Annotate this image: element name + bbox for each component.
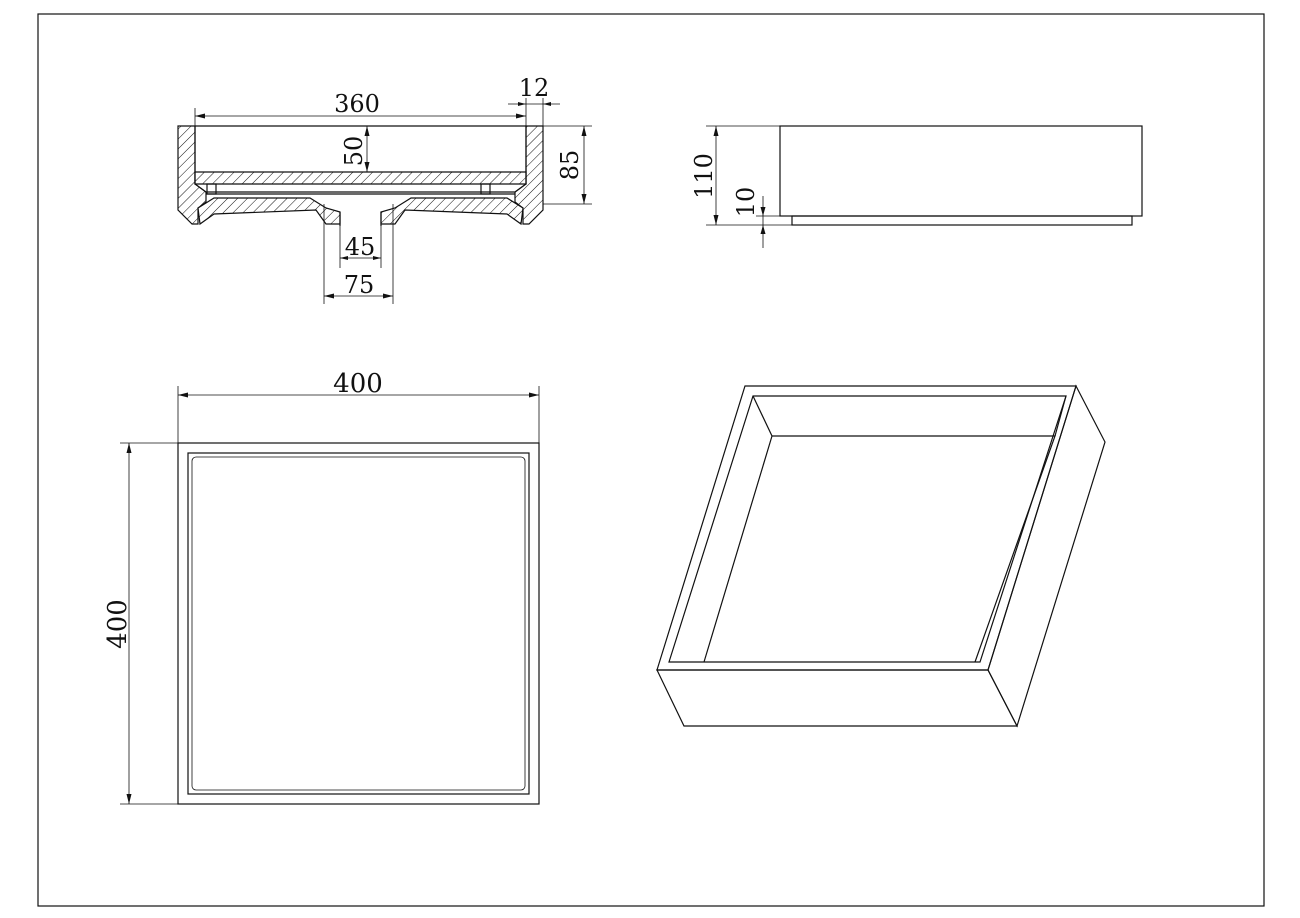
top-rim-outer: [187, 452, 530, 795]
dim-10-arrow-top: [760, 207, 766, 216]
dim-400w-arrow-right: [529, 392, 539, 398]
dim-50-label: 50: [340, 136, 368, 167]
dim-75-label: 75: [344, 271, 375, 299]
section-drain-left: [197, 197, 341, 226]
dim-110-arrow-bottom: [713, 215, 719, 225]
side-base: [791, 215, 1133, 226]
section-inner-line: [194, 126, 527, 193]
dim-110-arrow-top: [713, 126, 719, 136]
dim-85-label: 85: [556, 150, 584, 181]
iso-inner-corner: [1054, 395, 1067, 437]
dim-360-arrow-left: [195, 113, 205, 119]
side-view: 110 10: [690, 125, 1143, 248]
dim-10-arrow-bottom: [760, 225, 766, 234]
dim-400h-arrow-top: [126, 443, 132, 453]
dim-75-arrow-right: [383, 293, 393, 299]
iso-inner-floor: [772, 435, 1056, 663]
dim-110-label: 110: [690, 153, 718, 199]
dim-85-arrow-top: [581, 126, 587, 136]
iso-rim-outer: [656, 385, 1077, 671]
dim-12-label: 12: [519, 74, 550, 102]
iso-inner-floor-left: [703, 435, 773, 663]
top-view: 400 400: [103, 369, 540, 805]
section-view: 360 12 50 85 45 75: [177, 74, 592, 304]
top-outer: [177, 442, 540, 805]
dim-400w-label: 400: [333, 369, 383, 399]
isometric-view: [656, 384, 1106, 728]
dim-12-arrow-right: [543, 102, 551, 106]
dim-50-arrow-top: [364, 126, 370, 136]
dim-45-arrow-left: [340, 256, 348, 260]
dim-400h-label: 400: [103, 599, 133, 649]
section-drain-right: [380, 197, 524, 226]
dim-45-label: 45: [345, 233, 376, 261]
iso-front-face: [656, 669, 1018, 727]
section-floor: [194, 171, 527, 185]
dim-45-arrow-right: [373, 256, 381, 260]
iso-inner-corner-left: [752, 395, 773, 437]
side-body: [779, 125, 1143, 217]
dim-85-arrow-bottom: [581, 194, 587, 204]
dim-360-label: 360: [334, 90, 380, 118]
dim-50-arrow-bottom: [364, 162, 370, 172]
dim-75-arrow-left: [324, 293, 334, 299]
iso-rim-inner: [668, 395, 1067, 663]
drawing-frame: [37, 13, 1265, 907]
dim-12-arrow-left: [518, 102, 526, 106]
dim-360-arrow-right: [516, 113, 526, 119]
dim-400w-arrow-left: [178, 392, 188, 398]
dim-10-label: 10: [732, 187, 760, 218]
iso-right-face: [987, 384, 1106, 728]
dim-400h-arrow-bottom: [126, 794, 132, 804]
top-rim-inner: [191, 456, 526, 791]
